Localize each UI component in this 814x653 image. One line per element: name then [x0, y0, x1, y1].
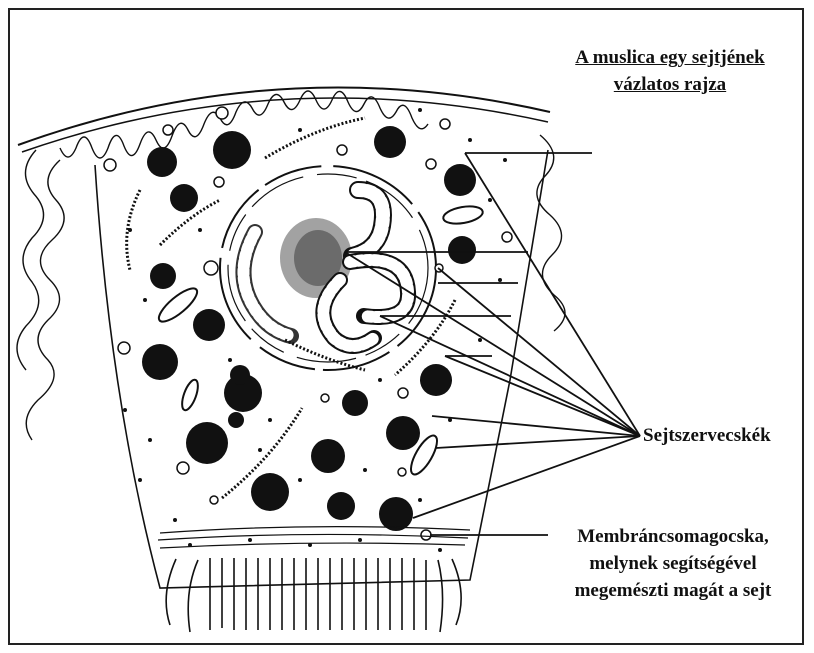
lysosome-label-line-2: melynek segítségével — [548, 550, 798, 577]
title-line-1: A muslica egy sejtjének — [540, 44, 800, 71]
lysosome-label: Membráncsomagocska, melynek segítségével… — [548, 523, 798, 604]
left-outer-membrane — [17, 150, 44, 370]
lysosome-label-line-3: megemészti magát a sejt — [548, 577, 798, 604]
outer-membrane-inner — [22, 98, 548, 152]
organelles-label: Sejtszervecskék — [643, 425, 771, 447]
left-side-membrane — [26, 160, 64, 440]
right-side-membrane — [537, 135, 565, 331]
diagram-title: A muslica egy sejtjének vázlatos rajza — [540, 44, 800, 98]
title-line-2: vázlatos rajza — [540, 71, 800, 98]
lysosome-label-line-1: Membráncsomagocska, — [548, 523, 798, 550]
dark-granules — [142, 126, 476, 531]
outer-membrane — [18, 88, 550, 145]
microvilli — [166, 558, 461, 632]
